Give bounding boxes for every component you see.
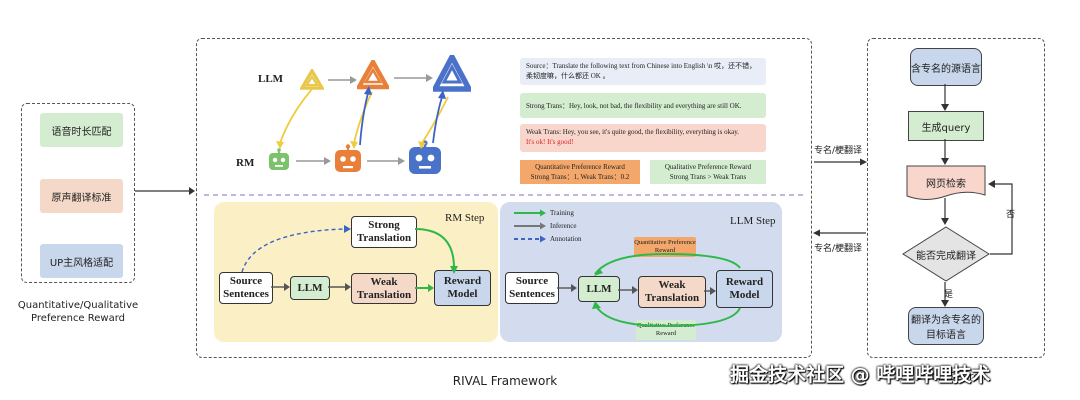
deepsearch-yes-label: 是 bbox=[944, 290, 954, 300]
weak-translation-red-text: It's ok! It's good! bbox=[526, 138, 574, 146]
qualitative-reward-line2: Strong Trans > Weak Trans bbox=[669, 173, 747, 181]
deepsearch-web-node: 网页检索 bbox=[926, 178, 966, 190]
arrow-rival-to-deepsearch bbox=[814, 158, 867, 166]
middle-label-bottom: 专名/梗翻译 bbox=[814, 244, 863, 254]
llm-step-arrows bbox=[557, 252, 741, 328]
rival-caption: RIVAL Framework bbox=[452, 374, 558, 388]
deepsearch-end-node: 翻译为含专名的目标语言 bbox=[908, 307, 984, 345]
deepsearch-no-label: 否 bbox=[1006, 210, 1016, 220]
quantitative-reward-line2: Strong Trans：1, Weak Trans：0.2 bbox=[530, 173, 630, 181]
left-item-translation-standard: 原声翻译标准 bbox=[40, 179, 123, 213]
weak-translation-box: Weak Trans: Hey, you see, it's quite goo… bbox=[520, 124, 766, 152]
llm-step-quant-label: Quantitative Preference Reward bbox=[634, 237, 696, 257]
left-panel-caption-line2: Preference Reward bbox=[30, 313, 126, 324]
deepsearch-web-shape bbox=[906, 165, 986, 200]
rm-reward-model: Reward Model bbox=[434, 270, 491, 306]
llm-llm-node: LLM bbox=[578, 276, 620, 302]
llm-weak-translation: Weak Translation bbox=[638, 276, 706, 308]
middle-label-top: 专名/梗翻译 bbox=[814, 146, 863, 156]
rm-robot-icon-green bbox=[269, 148, 289, 170]
left-panel-caption-line1: Quantitative/Qualitative bbox=[17, 300, 139, 311]
legend-annotation: Annotation bbox=[550, 235, 582, 243]
rm-step-title: RM Step bbox=[445, 212, 485, 224]
legend-training: Training bbox=[550, 209, 574, 217]
llm-step-title: LLM Step bbox=[730, 215, 776, 227]
legend-inference: Inference bbox=[550, 222, 577, 230]
llm-icon-medium bbox=[357, 60, 389, 90]
rival-divider bbox=[204, 194, 804, 196]
left-item-duration-match: 语音时长匹配 bbox=[40, 113, 123, 147]
rm-source-sentences: Source Sentences bbox=[219, 272, 273, 304]
top-diagram-arrows bbox=[276, 74, 449, 165]
arrow-deepsearch-to-rival bbox=[813, 229, 866, 237]
left-panel-box bbox=[21, 103, 135, 283]
llm-icon-small bbox=[300, 69, 324, 90]
qualitative-reward-box: Qualitative Preference Reward Strong Tra… bbox=[650, 160, 766, 184]
rival-framework-box bbox=[196, 38, 812, 358]
deepsearch-decision-shape bbox=[902, 226, 990, 282]
quantitative-reward-box: Quantitative Preference Reward Strong Tr… bbox=[520, 160, 640, 184]
rm-strong-translation: Strong Translation bbox=[351, 216, 417, 248]
rm-llm-node: LLM bbox=[290, 276, 330, 300]
deep-search-box bbox=[867, 38, 1045, 358]
deepsearch-arrows bbox=[941, 84, 1013, 307]
legend-lines bbox=[514, 209, 546, 243]
strong-translation-box: Strong Trans：Hey, look, not bad, the fle… bbox=[520, 93, 766, 118]
deepsearch-caption: Deep Search bbox=[916, 370, 987, 383]
rm-row-label: RM bbox=[236, 157, 255, 169]
qualitative-reward-line1: Qualitative Preference Reward bbox=[664, 163, 752, 171]
llm-source-sentences: Source Sentences bbox=[505, 272, 559, 304]
rm-step-arrows bbox=[241, 225, 458, 292]
left-item-uploader-style: UP主风格适配 bbox=[40, 244, 123, 278]
weak-translation-text: Weak Trans: Hey, you see, it's quite goo… bbox=[526, 128, 739, 136]
llm-reward-model: Reward Model bbox=[716, 270, 773, 308]
source-text-box: Source：Translate the following text from… bbox=[520, 58, 766, 85]
llm-row-label: LLM bbox=[258, 73, 284, 85]
rm-robot-icon-orange bbox=[335, 144, 361, 172]
deepsearch-start-node: 含专名的源语言 bbox=[910, 48, 982, 86]
deepsearch-decision-node: 能否完成翻译 bbox=[916, 250, 976, 262]
llm-icon-large bbox=[433, 55, 471, 92]
deepsearch-query-node: 生成query bbox=[908, 111, 984, 141]
quantitative-reward-line1: Quantitative Preference Reward bbox=[535, 163, 625, 171]
watermark: 掘金技术社区 @ 哔哩哔哩技术 bbox=[730, 364, 991, 386]
arrow-left-to-rival bbox=[135, 187, 195, 195]
rm-weak-translation: Weak Translation bbox=[351, 273, 417, 304]
